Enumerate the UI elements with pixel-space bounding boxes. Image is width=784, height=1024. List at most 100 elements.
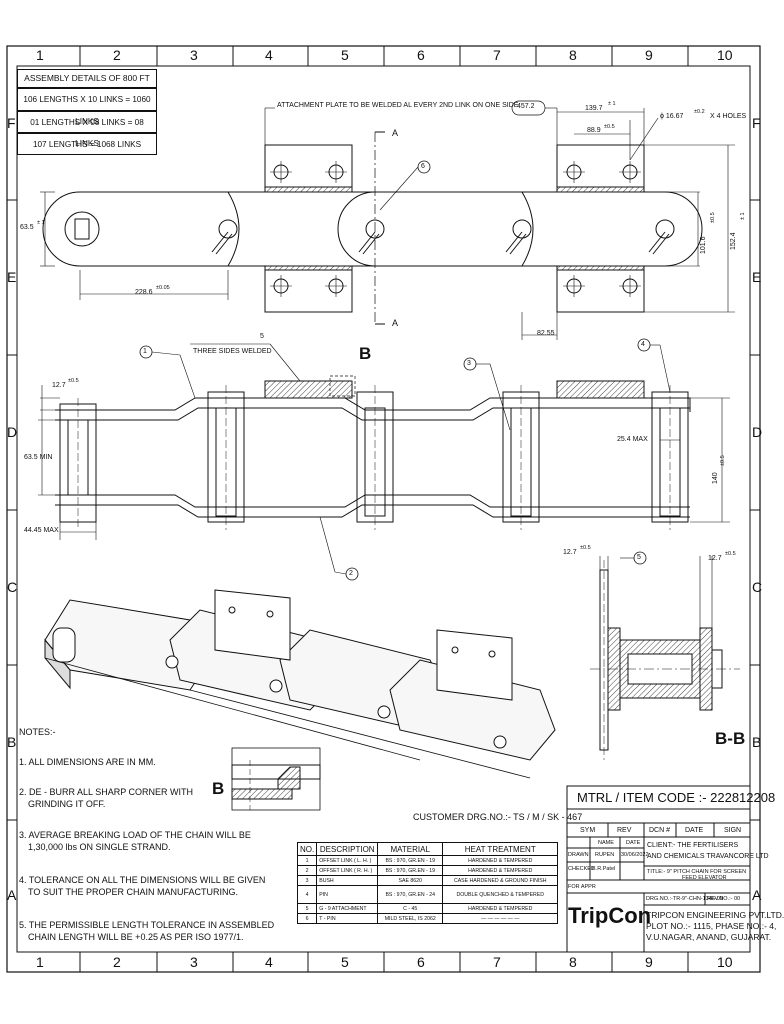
cell: HARDENED & TEMPERED (442, 865, 559, 876)
col-label-top-3: 3 (190, 47, 198, 63)
dim-12-right-tol: ±0.5 (725, 551, 736, 557)
section-bb-label: B-B (715, 729, 746, 748)
col-label-top-2: 2 (113, 47, 121, 63)
row-label-left-c: C (7, 579, 18, 595)
parts-header-description: DESCRIPTION (316, 842, 379, 856)
row-label-left-d: D (7, 424, 18, 440)
col-label-top-9: 9 (645, 47, 653, 63)
dim-63-top: 63.5 (20, 224, 34, 231)
balloon-6: 6 (421, 163, 425, 170)
cell: CASE HARDENED & GROUND FINISH (442, 875, 559, 886)
cell: G - 9 ATTACHMENT (316, 903, 379, 914)
note-5a: 5. THE PERMISSIBLE LENGTH TOLERANCE IN A… (19, 920, 275, 930)
col-label-top-4: 4 (265, 47, 273, 63)
parts-header-material: MATERIAL (377, 842, 444, 856)
row-label-right-f: F (752, 115, 761, 131)
parts-table: NO. DESCRIPTION MATERIAL HEAT TREATMENT … (296, 842, 559, 924)
cell: — — — — — — (442, 913, 559, 924)
assembly-line-3: 107 LENGTHS = 1068 LINKS (17, 133, 157, 155)
section-a-top: A (392, 128, 399, 138)
cell: C - 45 (377, 903, 444, 914)
cell: BUSH (316, 875, 379, 886)
dim-12-left-tol: ±0.5 (68, 378, 79, 384)
customer-drg-no: CUSTOMER DRG.NO.:- TS / M / SK - 467 (413, 812, 583, 822)
section-b-label: B (359, 344, 372, 363)
col-label-top-6: 6 (417, 47, 425, 63)
col-label-top-8: 8 (569, 47, 577, 63)
note-3b: 1,30,000 lbs ON SINGLE STRAND. (28, 842, 171, 852)
note-2b: GRINDING IT OFF. (28, 799, 106, 809)
col-label-bottom-3: 3 (190, 954, 198, 970)
tb-rev-no: REV.NO.:- 00 (707, 896, 741, 902)
note-4b: TO SUIT THE PROPER CHAIN MANUFACTURING. (28, 887, 239, 897)
col-label-top-10: 10 (717, 47, 733, 63)
tb-sign: SIGN (724, 827, 742, 834)
cell: MILD STEEL, IS 2062 (377, 913, 444, 924)
tb-drg-no: DRG.NO.:-TR-9"-CHN-1346-00 (646, 896, 723, 902)
assembly-line-2: 01 LENGTHS X 08 LINKS = 08 LINKS (17, 111, 157, 148)
side-view (38, 338, 730, 581)
row-label-left-e: E (7, 269, 17, 285)
company-logo: TripCon (568, 903, 652, 928)
dim-63-top-tol: ± 1 (37, 220, 45, 226)
dim-101-tol: ±0.5 (710, 212, 716, 223)
col-label-bottom-10: 10 (717, 954, 733, 970)
dim-12-mid-tol: ±0.5 (580, 545, 591, 551)
item-code: MTRL / ITEM CODE :- 222812208 (577, 790, 776, 805)
dim-44: 44.45 MAX (24, 527, 59, 534)
cell: OFFSET LINK ( L. H. ) (316, 855, 379, 866)
note-3a: 3. AVERAGE BREAKING LOAD OF THE CHAIN WI… (19, 830, 251, 840)
balloon-1: 1 (143, 348, 147, 355)
col-label-bottom-5: 5 (341, 954, 349, 970)
col-label-bottom-6: 6 (417, 954, 425, 970)
row-label-right-b: B (752, 734, 762, 750)
dim-457: 457.2 (517, 103, 535, 110)
top-view (40, 100, 735, 340)
tb-title-2: FEED ELEVATOR (682, 875, 727, 881)
note-5b: CHAIN LENGTH WILL BE +0.25 AS PER ISO 19… (28, 932, 244, 942)
tb-date-header: DATE (626, 840, 641, 846)
attachment-note: ATTACHMENT PLATE TO BE WELDED AL EVERY 2… (277, 102, 519, 109)
col-label-top-1: 1 (36, 47, 44, 63)
dim-82: 82.55 (537, 330, 555, 337)
note-1: 1. ALL DIMENSIONS ARE IN MM. (19, 757, 156, 767)
cell: SAE 8620 (377, 875, 444, 886)
dim-228: 228.6 (135, 289, 153, 296)
note-4a: 4. TOLERANCE ON ALL THE DIMENSIONS WILL … (19, 875, 266, 885)
assembly-title: ASSEMBLY DETAILS OF 800 FT (17, 69, 157, 88)
tb-checked-name: K.R.Patel (592, 866, 616, 872)
tb-date: DATE (685, 827, 704, 834)
dim-228-tol: ±0.05 (156, 285, 170, 291)
cell: OFFSET LINK ( R. H. ) (316, 865, 379, 876)
dim-25: 25.4 MAX (617, 436, 648, 443)
row-label-right-a: A (752, 887, 762, 903)
row-label-right-e: E (752, 269, 762, 285)
cell: BS : 970, GR.EN - 24 (377, 885, 444, 904)
tb-drawn-name: RUPEN (595, 852, 615, 858)
cell: 4 (296, 885, 318, 904)
cell: T - PIN (316, 913, 379, 924)
dim-hole: ϕ 16.67 (660, 113, 684, 120)
notes-heading: NOTES:- (19, 727, 56, 737)
tb-company-1: TRIPCON ENGINEERING PVT.LTD. (646, 910, 784, 920)
dim-12-left: 12.7 (52, 382, 66, 389)
balloon-5: 5 (637, 554, 641, 561)
dim-hole-count: X 4 HOLES (710, 113, 747, 120)
isometric-view (44, 589, 556, 779)
cell: 3 (296, 875, 318, 886)
dim-152-tol: ± 1 (740, 212, 746, 220)
dim-152: 152.4 (730, 232, 737, 250)
cell: BS : 970, GR.EN - 19 (377, 855, 444, 866)
tb-company-3: V.U.NAGAR, ANAND, GUJARAT. (646, 932, 772, 942)
three-sides-welded: THREE SIDES WELDED (193, 348, 272, 355)
section-a-bottom: A (392, 318, 399, 328)
dim-88: 88.9 (587, 127, 601, 134)
parts-header-row: NO. DESCRIPTION MATERIAL HEAT TREATMENT (296, 842, 559, 856)
dim-139-tol: ± 1 (608, 101, 616, 107)
cell: 1 (296, 855, 318, 866)
parts-header-no: NO. (296, 842, 318, 856)
